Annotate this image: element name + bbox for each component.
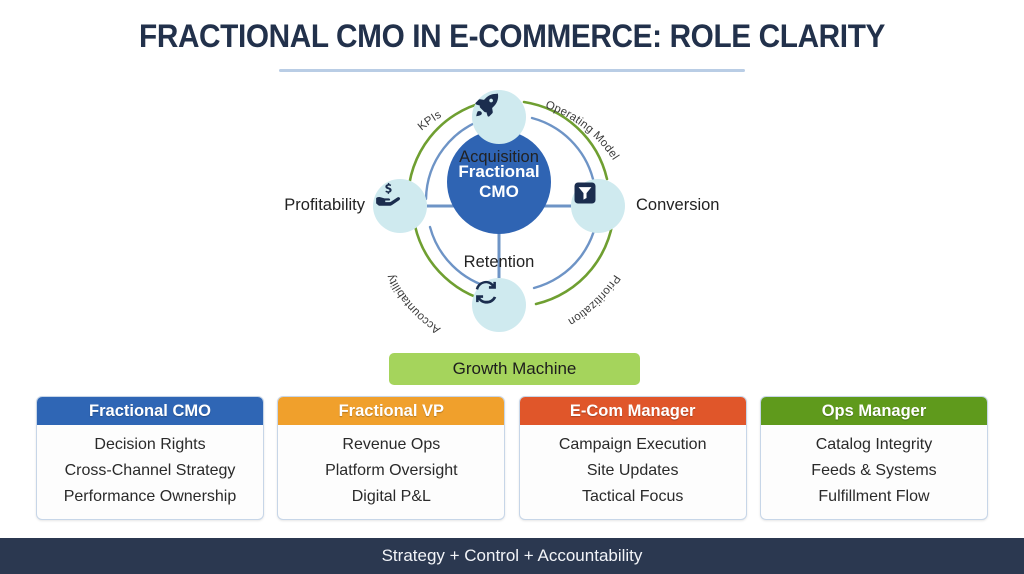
hub-label-retention: Retention bbox=[463, 253, 535, 271]
role-card-item: Digital P&L bbox=[351, 488, 431, 505]
refresh-icon bbox=[475, 280, 497, 304]
growth-machine-label: Growth Machine bbox=[452, 359, 577, 378]
role-card-fractional-vp: Fractional VP Revenue Ops Platform Overs… bbox=[277, 396, 506, 520]
center-label-line2: CMO bbox=[479, 182, 519, 201]
hub-node-conversion bbox=[571, 179, 625, 233]
role-card-item: Catalog Integrity bbox=[815, 436, 933, 453]
ring-label-prioritization: Prioritization bbox=[566, 273, 622, 328]
growth-machine-banner: Growth Machine bbox=[389, 353, 640, 385]
footer-text: Strategy + Control + Accountability bbox=[381, 546, 643, 565]
money-hand-icon bbox=[376, 182, 401, 206]
role-card-header: Fractional CMO bbox=[37, 397, 263, 425]
hub-node-retention bbox=[472, 278, 526, 332]
role-card-item: Decision Rights bbox=[94, 436, 206, 453]
role-card-item: Cross-Channel Strategy bbox=[64, 462, 236, 479]
role-card-item: Performance Ownership bbox=[63, 488, 237, 505]
footer-bar: Strategy + Control + Accountability bbox=[0, 538, 1024, 574]
role-card-item: Platform Oversight bbox=[325, 462, 458, 479]
ring-label-kpis: KPIs bbox=[416, 109, 444, 134]
page-title: FRACTIONAL CMO IN E-COMMERCE: ROLE CLARI… bbox=[139, 18, 885, 54]
role-card-ecom-manager: E-Com Manager Campaign Execution Site Up… bbox=[518, 396, 747, 520]
role-card-item: Revenue Ops bbox=[342, 436, 441, 453]
role-card-item: Fulfillment Flow bbox=[818, 488, 930, 505]
title-block: FRACTIONAL CMO IN E-COMMERCE: ROLE CLARI… bbox=[0, 18, 1024, 72]
hub-label-profitability: Profitability bbox=[284, 196, 365, 214]
role-card-item: Tactical Focus bbox=[581, 488, 684, 505]
hub-node-profitability bbox=[373, 179, 427, 233]
role-card-item: Campaign Execution bbox=[558, 436, 707, 453]
role-card-ops-manager: Ops Manager Catalog Integrity Feeds & Sy… bbox=[759, 396, 988, 520]
center-label-line1: Fractional bbox=[458, 162, 540, 181]
hub-label-acquisition: Acquisition bbox=[459, 148, 539, 166]
role-card-item: Feeds & Systems bbox=[811, 462, 937, 479]
center-node-fractional-cmo: Fractional CMO bbox=[447, 130, 551, 234]
funnel-icon bbox=[574, 182, 596, 204]
role-card-item: Site Updates bbox=[586, 462, 679, 479]
hub-node-acquisition bbox=[472, 90, 526, 144]
role-card-fractional-cmo: Fractional CMO Decision Rights Cross-Cha… bbox=[36, 396, 264, 520]
role-card-header: E-Com Manager bbox=[519, 397, 746, 425]
role-cards-row: Fractional CMO Decision Rights Cross-Cha… bbox=[36, 396, 988, 520]
role-card-header: Fractional VP bbox=[278, 397, 505, 425]
title-underline bbox=[279, 69, 745, 72]
rocket-icon bbox=[475, 92, 499, 117]
role-card-body: Revenue Ops Platform Oversight Digital P… bbox=[278, 425, 504, 519]
role-card-body: Catalog Integrity Feeds & Systems Fulfil… bbox=[761, 425, 987, 519]
ring-label-accountability: Accountability bbox=[385, 272, 443, 336]
hub-label-conversion: Conversion bbox=[636, 196, 720, 214]
role-card-body: Decision Rights Cross-Channel Strategy P… bbox=[37, 425, 263, 519]
role-card-body: Campaign Execution Site Updates Tactical… bbox=[520, 425, 746, 519]
role-card-header: Ops Manager bbox=[760, 397, 987, 425]
hub-diagram: KPIs Operating Model Prioritization Acco… bbox=[284, 88, 740, 346]
